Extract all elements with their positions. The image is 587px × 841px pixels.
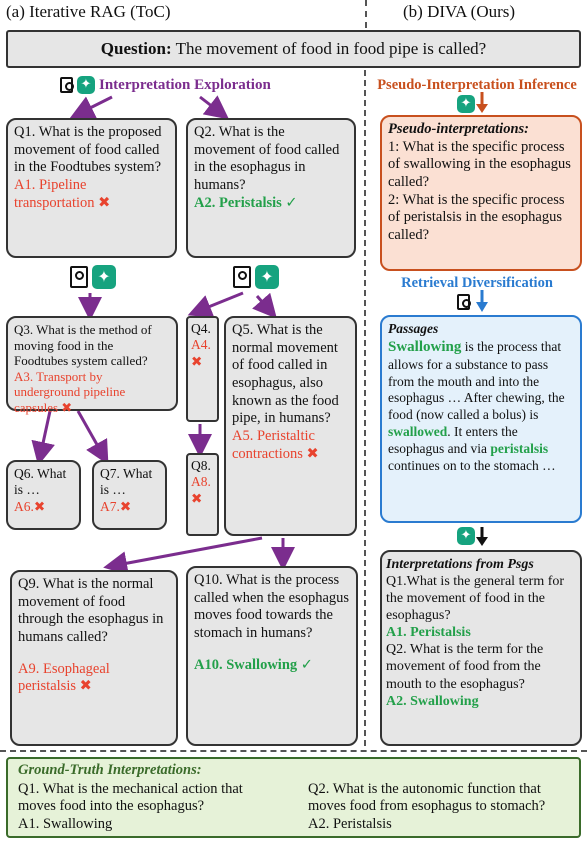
question-bar: Question: The movement of food in food p… bbox=[6, 30, 581, 68]
bottom-divider bbox=[0, 750, 587, 752]
passage-peristalsis: peristalsis bbox=[490, 441, 549, 456]
passages-title: Passages bbox=[388, 321, 439, 336]
q5-text: Q5. What is the normal movement of food … bbox=[232, 322, 339, 427]
a8-text: A8. bbox=[191, 474, 211, 490]
q2-box: Q2. What is the movement of food called … bbox=[186, 118, 356, 258]
a10-text: A10. Swallowing bbox=[194, 656, 298, 673]
interp-a1: A1. Peristalsis bbox=[386, 625, 471, 641]
q10-box: Q10. What is the process called when the… bbox=[186, 566, 358, 746]
ground-truth-box: Ground-Truth Interpretations: Q1. What i… bbox=[6, 757, 581, 838]
a4-text: A4. bbox=[191, 337, 211, 353]
arrow-to-q5 bbox=[252, 292, 277, 319]
interp-box: Interpretations from Psgs Q1.What is the… bbox=[380, 550, 582, 746]
q1-subquery-icons: ✦ bbox=[70, 265, 116, 289]
arrow-to-q4 bbox=[187, 291, 244, 318]
openai-icon: ✦ bbox=[255, 265, 279, 289]
interp-a2: A2. Swallowing bbox=[386, 693, 479, 709]
retrieval-label: Retrieval Diversification bbox=[401, 275, 553, 291]
pseudo-inference-label: Pseudo-Interpretation Inference bbox=[377, 77, 577, 93]
middle-divider bbox=[364, 70, 366, 746]
q4-text: Q4. bbox=[191, 321, 211, 336]
left-header: (a) Iterative RAG (ToC) bbox=[6, 2, 171, 21]
gt-title: Ground-Truth Interpretations: bbox=[18, 762, 202, 778]
cross-icon: ✖ bbox=[98, 194, 111, 211]
q4-box: Q4. A4. ✖ bbox=[186, 316, 219, 422]
q10-text: Q10. What is the process called when the… bbox=[194, 572, 350, 642]
cross-icon: ✖ bbox=[191, 353, 203, 370]
right-header: (b) DIVA (Ours) bbox=[403, 2, 516, 21]
arrow-to-q7 bbox=[76, 410, 109, 465]
a9-text: A9. Esophageal peristalsis bbox=[18, 660, 110, 695]
document-search-icon bbox=[233, 266, 251, 288]
exploration-header: ✦ Interpretation Exploration bbox=[60, 76, 271, 95]
interp-title: Interpretations from Psgs bbox=[386, 557, 534, 572]
pseudo-1: 1: What is the specific process of swall… bbox=[388, 138, 571, 191]
passage-swallowing: Swallowing bbox=[388, 338, 462, 355]
passage-text: Swallowing is the process that allows fo… bbox=[388, 338, 574, 475]
q1-text: Q1. What is the proposed movement of foo… bbox=[14, 124, 162, 176]
a1-text: A1. Pipeline transportation bbox=[14, 177, 95, 211]
q6-text: Q6. What is … bbox=[14, 466, 67, 498]
check-icon: ✓ bbox=[300, 656, 313, 673]
cross-icon: ✖ bbox=[79, 678, 92, 695]
q3-text: Q3. What is the method of moving food in… bbox=[14, 322, 152, 369]
q8-text: Q8. bbox=[191, 458, 211, 473]
question-label: Question: bbox=[100, 39, 172, 58]
pseudo-title: Pseudo-interpretations: bbox=[388, 121, 529, 137]
q6-box: Q6. What is … A6.✖ bbox=[6, 460, 81, 530]
arrow-to-q6 bbox=[31, 410, 55, 466]
check-icon: ✓ bbox=[285, 194, 298, 211]
openai-icon: ✦ bbox=[457, 527, 475, 545]
q5-box: Q5. What is the normal movement of food … bbox=[224, 316, 357, 536]
a5-text: A5. Peristaltic contractions bbox=[232, 428, 315, 462]
passage-text-1: is the process that allows for a substan… bbox=[388, 338, 565, 423]
passage-text-2: . It enters the esophagus and via bbox=[388, 424, 518, 456]
cross-icon: ✖ bbox=[306, 445, 319, 462]
q8-box: Q8.A8.✖ bbox=[186, 453, 219, 536]
q2-subquery-icons: ✦ bbox=[233, 265, 279, 289]
document-search-icon bbox=[70, 266, 88, 288]
document-search-icon bbox=[457, 294, 471, 310]
q7-text: Q7. What is … bbox=[100, 466, 153, 498]
q9-text: Q9. What is the normal movement of food … bbox=[18, 576, 164, 646]
passage-swallowed: swallowed bbox=[388, 424, 448, 440]
gt-q1: Q1. What is the mechanical action that m… bbox=[18, 781, 243, 815]
a2-text: A2. Peristalsis bbox=[194, 194, 282, 211]
a7-text: A7. bbox=[100, 498, 120, 514]
cross-icon: ✖ bbox=[119, 498, 132, 515]
passages-box: Passages Swallowing is the process that … bbox=[380, 315, 582, 523]
q2-text: Q2. What is the movement of food called … bbox=[194, 124, 340, 194]
q7-box: Q7. What is … A7.✖ bbox=[92, 460, 167, 530]
arrow-to-q2 bbox=[199, 95, 230, 120]
cross-icon: ✖ bbox=[191, 490, 203, 507]
gt-q2: Q2. What is the autonomic function that … bbox=[308, 781, 546, 815]
pseudo-box: Pseudo-interpretations: 1: What is the s… bbox=[380, 115, 582, 271]
exploration-label: Interpretation Exploration bbox=[99, 76, 271, 93]
q3-box: Q3. What is the method of moving food in… bbox=[6, 316, 178, 416]
q9-box: Q9. What is the normal movement of food … bbox=[10, 570, 178, 746]
top-divider bbox=[365, 0, 367, 28]
document-search-icon bbox=[60, 77, 74, 94]
gt-a2: A2. Peristalsis bbox=[308, 815, 392, 832]
arrow-to-q1 bbox=[69, 95, 113, 119]
interp-q1: Q1.What is the general term for the move… bbox=[386, 574, 565, 624]
a6-text: A6. bbox=[14, 498, 34, 514]
openai-icon: ✦ bbox=[77, 76, 95, 95]
cross-icon: ✖ bbox=[61, 400, 73, 416]
openai-icon: ✦ bbox=[457, 95, 475, 113]
gt-a1: A1. Swallowing bbox=[18, 815, 113, 832]
openai-icon: ✦ bbox=[92, 265, 116, 289]
pseudo-2: 2: What is the specific process of peris… bbox=[388, 191, 565, 244]
q1-box: Q1. What is the proposed movement of foo… bbox=[6, 118, 177, 258]
interp-q2: Q2. What is the term for the movement of… bbox=[386, 642, 544, 692]
passage-text-3: continues on to the stomach … bbox=[388, 457, 556, 473]
cross-icon: ✖ bbox=[33, 498, 46, 515]
arrow-to-q9 bbox=[103, 536, 263, 576]
question-text: The movement of food in food pipe is cal… bbox=[171, 39, 487, 58]
a3-text: A3. Transport by underground pipeline ca… bbox=[14, 368, 126, 415]
